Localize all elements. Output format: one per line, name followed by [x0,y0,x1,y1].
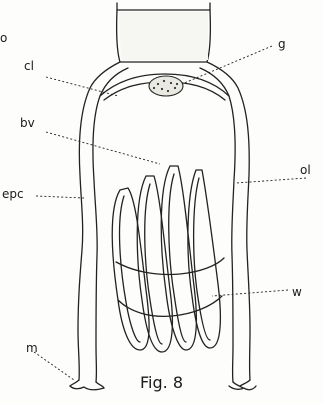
ganglion [149,76,183,96]
coiled-loops [112,166,224,352]
label-cl: cl [24,59,34,73]
body-wall [78,62,250,382]
label-bv: bv [20,116,35,130]
label-epc: epc [2,187,24,201]
stalk-block [117,3,211,62]
figure-caption: Fig. 8 [140,373,183,392]
label-ol: ol [300,163,311,177]
label-m: m [26,341,38,355]
label-w: w [292,285,302,299]
label-g: g [278,37,286,51]
corner-mark: o [0,31,7,45]
